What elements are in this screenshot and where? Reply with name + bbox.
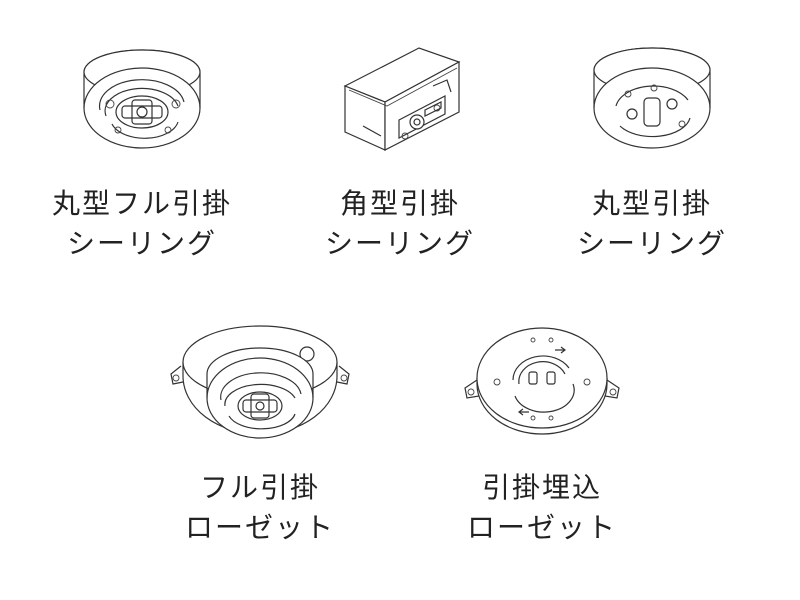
round-full-ceiling-icon bbox=[83, 49, 201, 149]
item-label-line1: フル引掛 bbox=[199, 471, 320, 504]
full-rosette-icon bbox=[170, 325, 350, 439]
item-label-line2: ローゼット bbox=[184, 511, 335, 544]
round-ceiling-icon bbox=[593, 47, 711, 149]
item-flush-rosette[interactable]: 引掛埋込 ローゼット bbox=[412, 318, 672, 548]
item-label-line1: 丸型フル引掛 bbox=[51, 187, 232, 220]
item-full-rosette[interactable]: フル引掛 ローゼット bbox=[130, 318, 390, 548]
item-label-line2: シーリング bbox=[576, 227, 727, 260]
square-ceiling-icon bbox=[343, 47, 461, 151]
item-label-line1: 引掛埋込 bbox=[481, 471, 602, 504]
item-label-line2: ローゼット bbox=[466, 511, 617, 544]
item-round-ceiling[interactable]: 丸型引掛 シーリング bbox=[522, 40, 782, 264]
item-label-line2: シーリング bbox=[324, 227, 475, 260]
item-label-line1: 丸型引掛 bbox=[591, 187, 712, 220]
item-round-full-ceiling[interactable]: 丸型フル引掛 シーリング bbox=[12, 40, 272, 264]
flush-rosette-icon bbox=[464, 327, 620, 435]
item-square-ceiling[interactable]: 角型引掛 シーリング bbox=[270, 40, 530, 264]
item-label-line2: シーリング bbox=[66, 227, 217, 260]
item-label-line1: 角型引掛 bbox=[339, 187, 460, 220]
